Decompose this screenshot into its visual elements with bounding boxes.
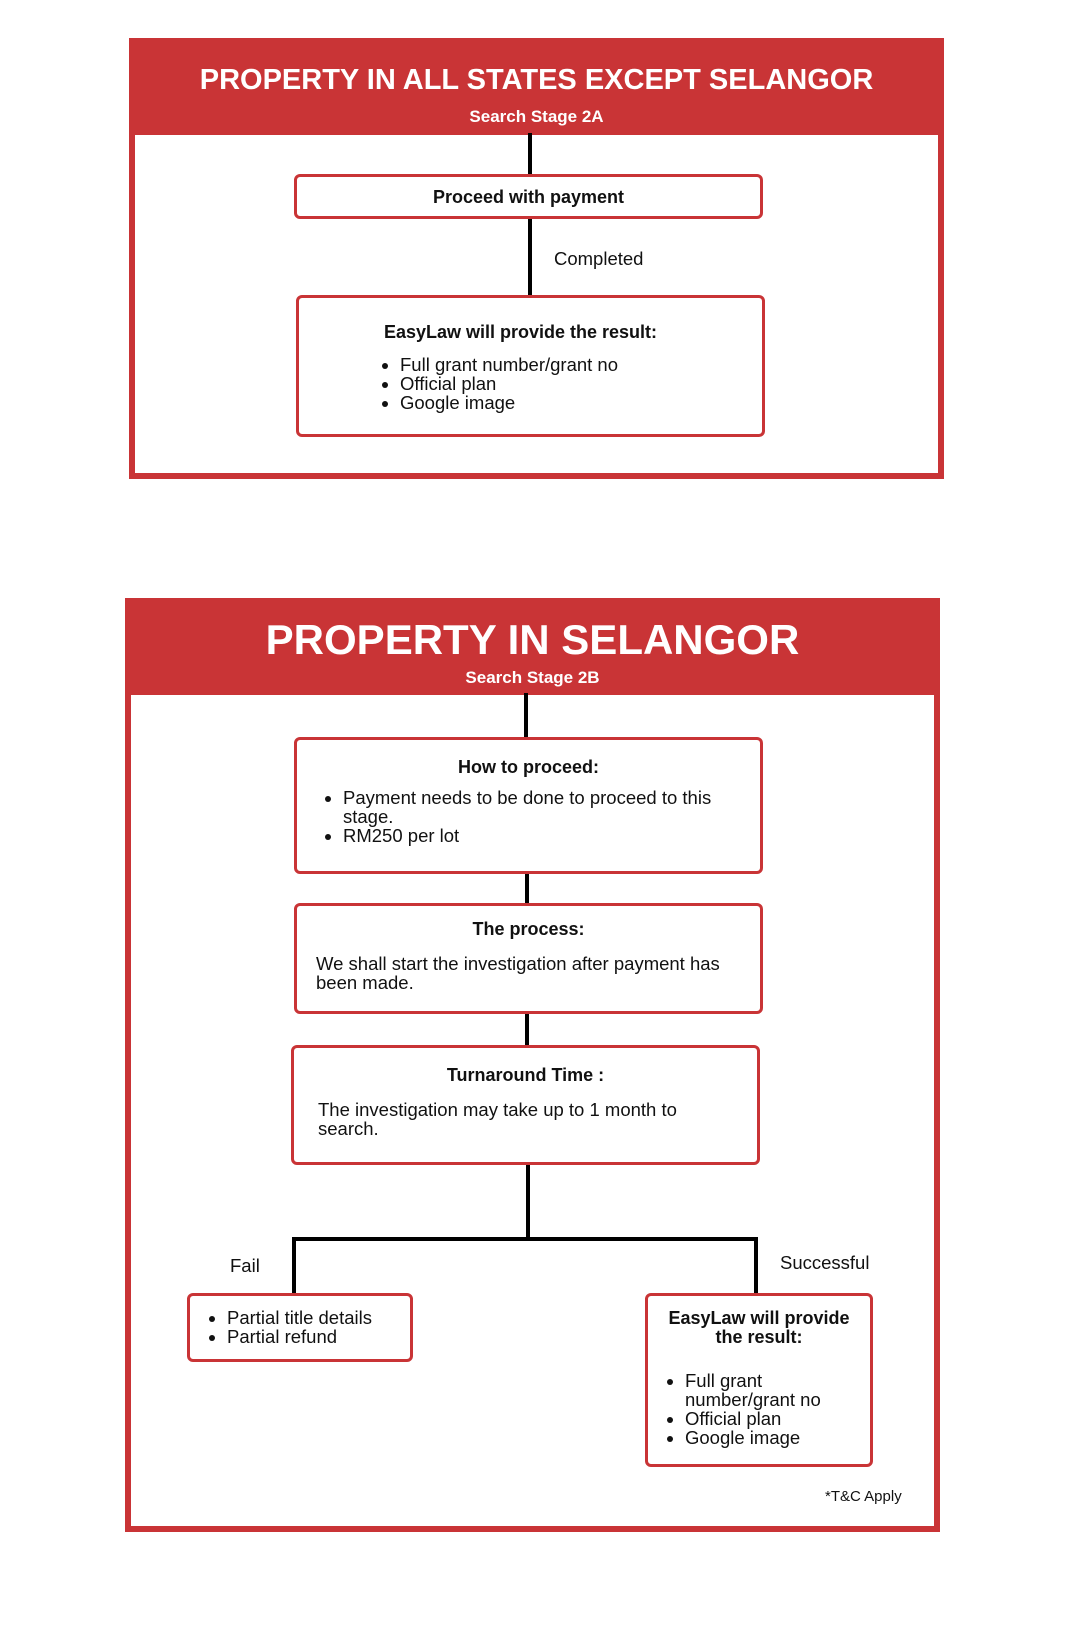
connector-branch-fail: [292, 1237, 296, 1294]
stage-2b-title: PROPERTY IN SELANGOR: [265, 616, 800, 663]
how-to-proceed-node: How to proceed: Payment needs to be done…: [294, 737, 763, 874]
stage-2a-subtitle: Search Stage 2A: [469, 107, 604, 126]
connector-2b-top: [524, 693, 528, 739]
result-2a-node: EasyLaw will provide the result: Full gr…: [296, 295, 765, 437]
terms-footnote: *T&C Apply: [825, 1488, 902, 1505]
result-2a-item: Google image: [400, 393, 762, 412]
how-to-proceed-item: Payment needs to be done to proceed to t…: [343, 788, 730, 826]
result-2a-item: Official plan: [400, 374, 762, 393]
completed-label: Completed: [554, 248, 644, 269]
connector-2b-3: [526, 1165, 530, 1241]
process-text: We shall start the investigation after p…: [316, 953, 720, 993]
process-heading: The process:: [472, 919, 585, 939]
how-to-proceed-item: RM250 per lot: [343, 826, 730, 845]
result-2a-item: Full grant number/grant no: [400, 355, 762, 374]
connector-branch-horizontal: [292, 1237, 758, 1241]
connector-2a-mid: [528, 219, 532, 297]
turnaround-node: Turnaround Time : The investigation may …: [291, 1045, 760, 1165]
fail-node: Partial title details Partial refund: [187, 1293, 413, 1362]
how-to-proceed-heading: How to proceed:: [457, 757, 599, 777]
connector-2b-2: [525, 1014, 529, 1047]
fail-label: Fail: [230, 1255, 260, 1276]
success-item: Official plan: [685, 1409, 850, 1428]
connector-2b-1: [525, 874, 529, 905]
how-to-proceed-list: Payment needs to be done to proceed to t…: [297, 788, 760, 845]
turnaround-heading: Turnaround Time :: [446, 1065, 605, 1085]
successful-label: Successful: [780, 1252, 870, 1273]
process-node: The process: We shall start the investig…: [294, 903, 763, 1014]
connector-branch-success: [754, 1237, 758, 1294]
fail-item: Partial refund: [227, 1327, 410, 1346]
success-item: Google image: [685, 1428, 850, 1447]
stage-2a-title: PROPERTY IN ALL STATES EXCEPT SELANGOR: [199, 64, 874, 96]
fail-list: Partial title details Partial refund: [190, 1308, 410, 1346]
result-2a-heading: EasyLaw will provide the result:: [383, 322, 658, 342]
proceed-with-payment-node: Proceed with payment: [294, 174, 763, 219]
stage-2a-header: PROPERTY IN ALL STATES EXCEPT SELANGOR S…: [129, 38, 944, 135]
proceed-with-payment-label: Proceed with payment: [432, 187, 625, 207]
success-heading: EasyLaw will provide the result:: [668, 1308, 850, 1347]
stage-2b-subtitle: Search Stage 2B: [465, 668, 600, 687]
stage-2b-header: PROPERTY IN SELANGOR Search Stage 2B: [125, 598, 940, 695]
success-item: Full grant number/grant no: [685, 1371, 850, 1409]
success-node: EasyLaw will provide the result: Full gr…: [645, 1293, 873, 1467]
connector-2a-top: [528, 133, 532, 176]
success-list: Full grant number/grant no Official plan…: [648, 1371, 870, 1447]
turnaround-text: The investigation may take up to 1 month…: [318, 1099, 677, 1139]
fail-item: Partial title details: [227, 1308, 410, 1327]
result-2a-list: Full grant number/grant no Official plan…: [299, 355, 762, 412]
